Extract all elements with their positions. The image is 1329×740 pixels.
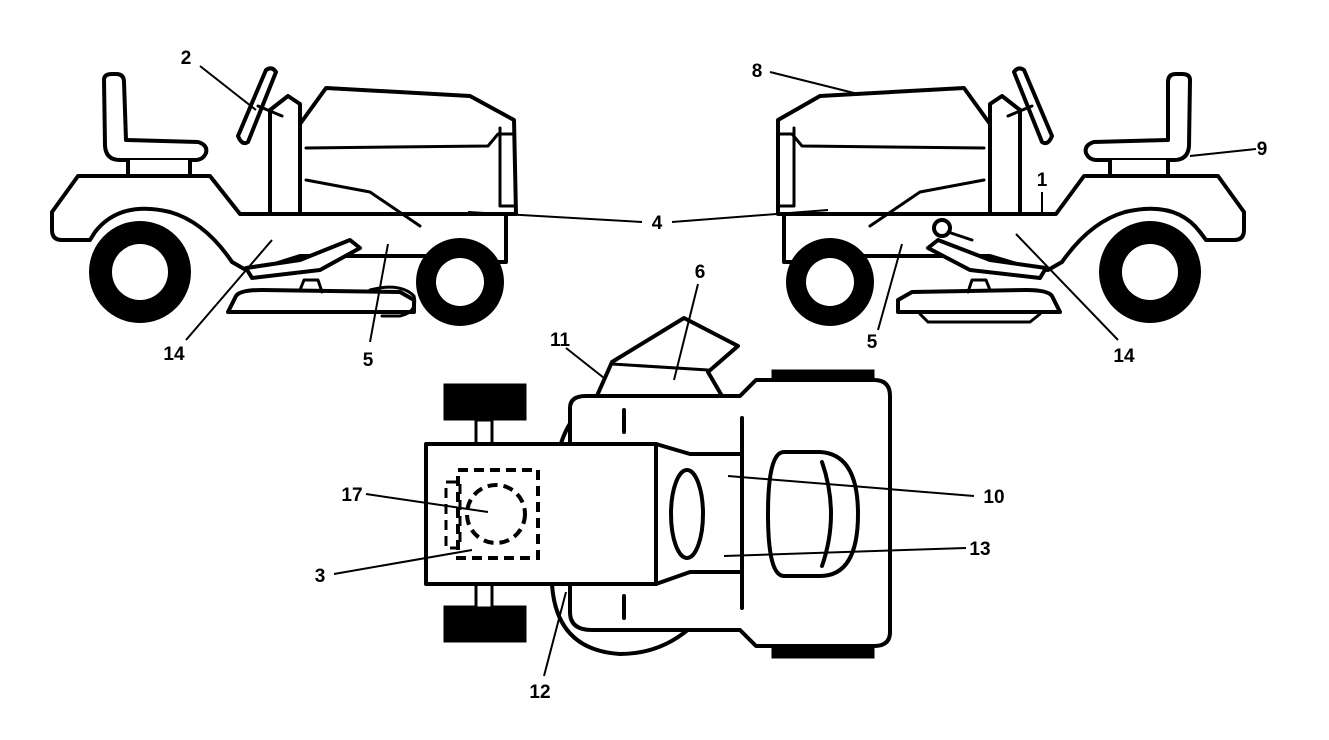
- hood-crease-left: [304, 132, 516, 150]
- discharge-chute-top: [594, 316, 740, 400]
- seat-back-right: [1083, 72, 1192, 162]
- leader-2: [199, 65, 257, 111]
- deck-handle-left: [368, 285, 417, 318]
- tractor-right-side-view: [776, 66, 1246, 326]
- seat-cushion-outline-top: [444, 480, 462, 550]
- leader-4-left: [467, 211, 643, 223]
- leader-5-right: [877, 243, 903, 331]
- leader-4-right: [671, 209, 829, 223]
- leader-3: [333, 549, 473, 575]
- leader-13: [723, 547, 967, 557]
- callout-9: 9: [1257, 139, 1268, 160]
- seat-outline-top: [456, 468, 540, 560]
- hood-crease-right: [776, 132, 986, 150]
- tractor-left-side-view: [50, 66, 518, 326]
- deck-lift-left: [298, 278, 324, 294]
- leader-12: [543, 591, 567, 677]
- rear-wheel-hub-left: [112, 244, 168, 300]
- callout-6: 6: [695, 262, 706, 283]
- rear-fender-left: [50, 174, 508, 272]
- rear-tire-bottom-left: [443, 605, 527, 643]
- callout-11: 11: [550, 330, 571, 351]
- rear-fender-right: [782, 174, 1246, 272]
- footrest-left: [244, 238, 362, 280]
- rear-axle-upper: [474, 418, 494, 446]
- engine-arc: [820, 460, 833, 568]
- hood-right: [776, 86, 992, 216]
- callout-14-left: 14: [163, 344, 185, 365]
- leader-14-right: [1015, 233, 1119, 341]
- seat-post-left: [126, 158, 192, 178]
- dash-tower-right: [988, 94, 1022, 216]
- lift-lever-knob-right: [932, 218, 952, 238]
- callout-3: 3: [315, 566, 326, 587]
- callout-12: 12: [529, 682, 550, 703]
- mower-deck-left: [226, 288, 416, 314]
- grille-left: [498, 126, 518, 208]
- steering-shaft-left: [256, 104, 284, 118]
- leader-5-left: [369, 243, 389, 343]
- leader-9: [1189, 148, 1257, 157]
- callout-labels: 2 14 5 4 8 9 1 5 14 6 11 17 3 10 13 12: [163, 48, 1267, 703]
- tractor-top-view: [424, 316, 892, 659]
- callout-13: 13: [969, 539, 990, 560]
- hood-lower-left: [304, 178, 422, 228]
- leader-6: [673, 283, 699, 381]
- footrest-right: [926, 238, 1048, 280]
- steering-shaft-right: [1006, 104, 1034, 118]
- rear-axle-lower: [474, 582, 494, 610]
- leader-11: [565, 347, 605, 379]
- steering-wheel-top: [669, 468, 705, 560]
- dash-tower-left: [268, 94, 302, 216]
- callout-8: 8: [752, 61, 763, 82]
- leader-8: [769, 71, 859, 95]
- hood-lower-right: [868, 178, 986, 228]
- hood-left: [298, 86, 518, 216]
- callout-4: 4: [652, 213, 663, 234]
- callout-10: 10: [983, 487, 1004, 508]
- leader-lines: [185, 65, 1257, 677]
- lift-lever-right: [946, 230, 974, 242]
- callout-1: 1: [1037, 170, 1048, 191]
- seat-post-right: [1108, 158, 1170, 178]
- front-wheel-hub-left: [436, 258, 484, 306]
- callout-5-left: 5: [363, 350, 374, 371]
- callout-17: 17: [341, 485, 362, 506]
- grille-right: [776, 126, 796, 208]
- rear-wheel-hub-right: [1122, 244, 1178, 300]
- leader-14-left: [185, 239, 273, 341]
- deck-belt-right: [918, 312, 1042, 324]
- seat-back-left: [102, 72, 209, 162]
- mower-deck-right: [896, 288, 1062, 314]
- rear-body-top: [424, 442, 658, 586]
- leader-17: [365, 493, 489, 513]
- chute-fold-top: [610, 362, 710, 372]
- front-wheel-hub-right: [806, 258, 854, 306]
- leader-10: [727, 475, 975, 497]
- fuel-cap-outline-top: [465, 483, 527, 545]
- deck-lift-right: [966, 278, 992, 294]
- engine-top: [766, 450, 860, 578]
- callout-2: 2: [181, 48, 192, 69]
- rear-tire-top-left: [443, 383, 527, 421]
- callout-5-right: 5: [867, 332, 878, 353]
- callout-14-right: 14: [1113, 346, 1135, 367]
